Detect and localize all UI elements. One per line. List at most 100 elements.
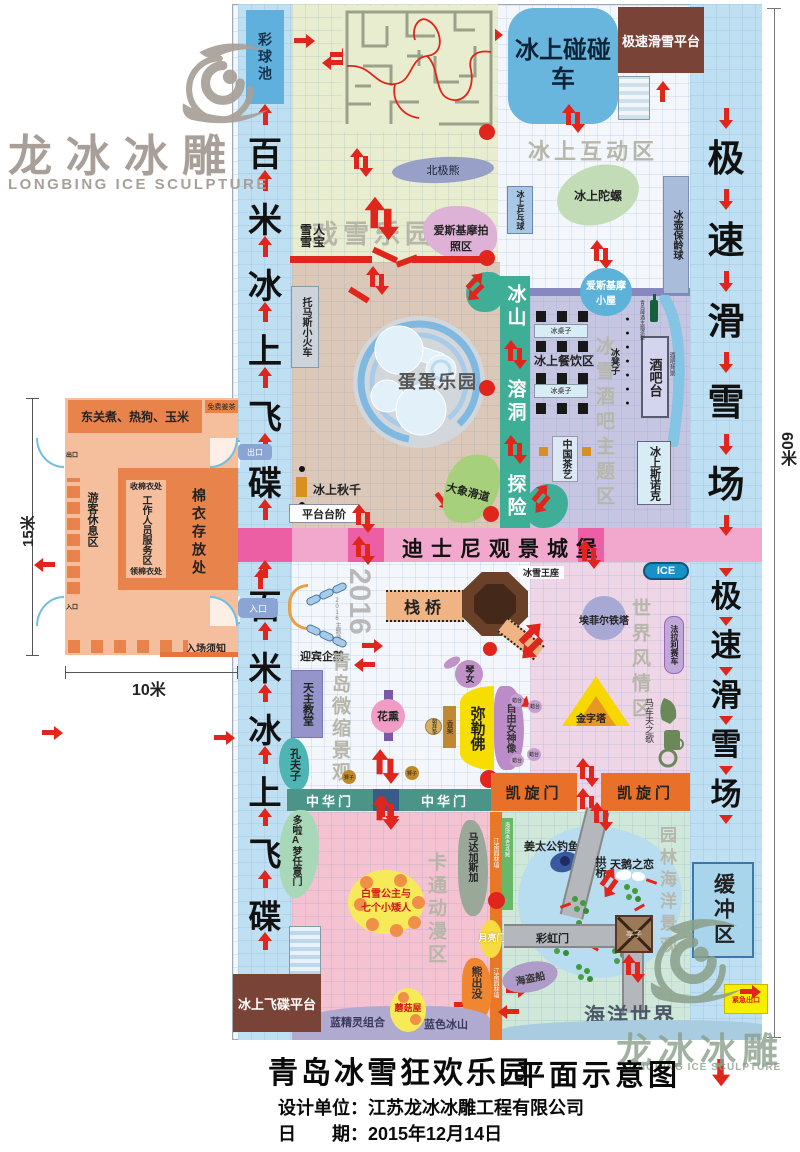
- double-arrow-icon: [594, 248, 608, 261]
- candle-stand: 蜡台: [510, 754, 524, 767]
- arrow-down-icon: [723, 617, 729, 618]
- qin-girl-label: 琴女: [464, 665, 475, 683]
- arrow-down-icon: [723, 270, 729, 284]
- free-tea-stand: 免费姜茶: [205, 400, 238, 413]
- eskimo-igloo-label: 爱斯基摩小屋: [586, 281, 626, 307]
- designer-label: 设计单位：: [278, 1098, 368, 1118]
- triumph-arch: 凯旋门: [601, 773, 690, 811]
- stool-dots: [624, 316, 631, 421]
- ice-table: 冰桌子: [534, 384, 588, 398]
- swan-icon: [632, 872, 645, 881]
- spongebob-strip: [502, 818, 513, 910]
- mushroom-label: 蘑菇屋: [394, 1002, 422, 1013]
- rest-area-label: 游客休息区: [86, 492, 98, 547]
- map-exit-sign: 出口: [238, 444, 272, 460]
- arrow-down-icon: [723, 716, 729, 717]
- swan-icon: [616, 870, 631, 880]
- ice-dining-label: 冰上餐饮区: [534, 354, 595, 368]
- arrow-up-icon: [262, 692, 268, 702]
- madagascar-shape: [458, 820, 488, 916]
- path-node: [479, 380, 495, 396]
- arrow-down-icon: [723, 433, 729, 447]
- dim-line-right: [774, 8, 775, 1038]
- swing-dot: [299, 466, 305, 472]
- ice-spinner-label: 冰上陀螺: [573, 188, 623, 203]
- arrow-up-icon: [262, 507, 268, 521]
- coat-storage-label: 棉衣存放处: [191, 488, 207, 578]
- tree-icon: [576, 964, 582, 970]
- arrow-up-icon: [262, 754, 268, 764]
- double-arrow-icon: [626, 962, 640, 975]
- welcome-penguins-label: 迎宾企鹅: [300, 651, 344, 663]
- candle-stand: 蜡台: [528, 700, 542, 713]
- dim-tick: [26, 398, 39, 399]
- disney-strip: [238, 528, 762, 562]
- china-tea-label: 中国茶艺: [560, 439, 571, 479]
- pirate-ship-label: 海盗船: [514, 970, 547, 988]
- bottom-wave-band: [502, 1020, 762, 1040]
- arrow-up-icon: [262, 112, 268, 125]
- arrow-down-icon: [723, 568, 729, 569]
- arrow-up-icon: [660, 89, 665, 102]
- dim-tick: [65, 666, 66, 679]
- arrow-up-icon: [262, 568, 268, 578]
- rainbow-gate-label: 彩虹门: [536, 933, 569, 945]
- rainbow-gate-path: [504, 924, 618, 948]
- double-arrow-icon: [508, 346, 522, 363]
- ride-char: 上: [248, 333, 282, 372]
- catholic-church: 天主教堂: [291, 670, 323, 738]
- egg-park-rings: [353, 316, 485, 448]
- ice-table: 冰桌子: [534, 324, 588, 338]
- flower-label: 花熏: [377, 711, 399, 723]
- ice-stool-label: 冰凳子: [610, 348, 620, 375]
- triumph-arch-label: 凯旋门: [616, 784, 674, 802]
- date-label: 日 期：: [278, 1124, 368, 1144]
- ice-bumper-cars-label: 冰上碰碰车: [515, 37, 611, 93]
- arrow-down-icon: [723, 514, 729, 528]
- qin-girl-statue: 琴女: [455, 660, 483, 688]
- beer-bottle-neck: [653, 294, 656, 302]
- flower-cap: [384, 690, 393, 701]
- incense-table: 香案: [443, 706, 456, 748]
- date-value: 2015年12月14日: [368, 1124, 503, 1144]
- garden-wall-label: 江南园林墙: [492, 968, 498, 998]
- disney-castle-label: 迪士尼观景城堡: [402, 538, 605, 561]
- dim-tick: [26, 655, 39, 656]
- entrance-door-icon: [36, 596, 64, 626]
- ice-pingpong: 冰上乒乓球: [507, 186, 533, 234]
- speed-ski-platform: 极速滑雪平台: [618, 7, 704, 73]
- zhonghua-gate-label: 中华门: [420, 793, 469, 809]
- zhonghua-gate-label: 中华门: [305, 793, 354, 809]
- left-strip-crossing: [238, 528, 292, 562]
- curling-bowling: 冰壶保龄球: [663, 176, 689, 294]
- ice-throne: 冰雪王座: [518, 566, 564, 579]
- map-entrance-label: 入口: [248, 603, 267, 614]
- pier-pavilion-inner: [474, 584, 516, 624]
- arrow-up-icon: [262, 243, 268, 257]
- zhanqiao-pier: 栈桥: [386, 590, 464, 622]
- candle-label: 蜡台: [511, 698, 522, 704]
- double-arrow-icon: [580, 766, 594, 779]
- ice-sign-label: ICE: [656, 565, 676, 577]
- maitreya-buddha: 弥勒佛: [460, 686, 494, 770]
- eskimo-igloo: 爱斯基摩小屋: [580, 268, 632, 316]
- beer-bottle-icon: [650, 300, 658, 322]
- ride-char: 百: [248, 135, 282, 174]
- tree-icon: [576, 920, 582, 926]
- logo-en-text: LONGBING ICE SCULPTURE: [8, 176, 269, 193]
- arrow-right-icon: [739, 989, 753, 994]
- arrow-down-icon: [723, 108, 729, 121]
- path-node: [479, 124, 495, 140]
- staff-inner: [126, 480, 166, 578]
- ride-char: 飞: [248, 836, 282, 873]
- ice-pingpong-label: 冰上乒乓球: [516, 190, 525, 230]
- eiffel-label-wrap: 埃菲尔铁塔: [574, 612, 634, 627]
- double-arrow-icon: [370, 274, 384, 287]
- map-height-dim: 60米: [778, 432, 795, 466]
- eiffel-tower-base: [582, 596, 626, 640]
- exit-door-icon: [36, 438, 64, 468]
- iceberg-label: 蓝色冰山: [424, 1019, 468, 1031]
- map-entrance-sign: 入口: [238, 598, 278, 618]
- snow-white-label-2: 七个小矮人: [361, 903, 411, 914]
